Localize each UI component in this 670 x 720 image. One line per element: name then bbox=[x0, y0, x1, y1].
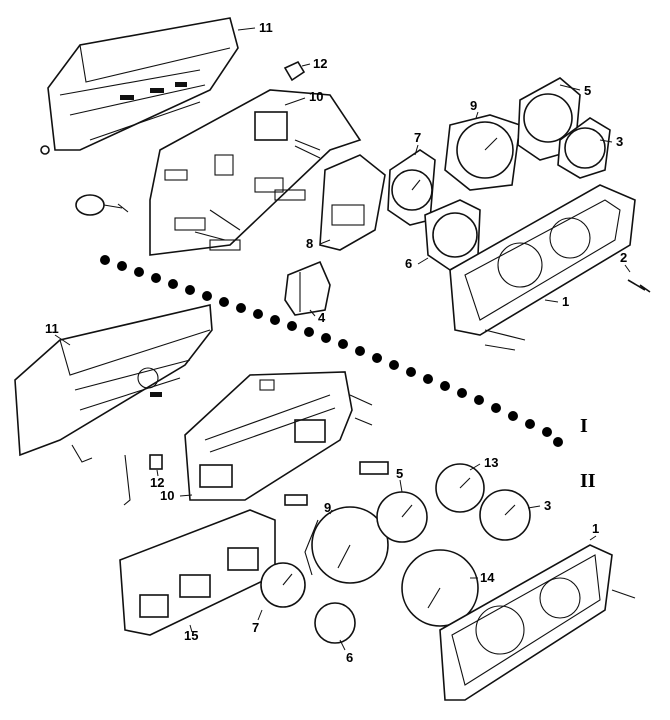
callouts-group-ii: 11 12 10 13 5 9 3 1 15 7 14 6 bbox=[45, 321, 599, 665]
callout-ii-1: 1 bbox=[592, 521, 599, 536]
callout-ii-9: 9 bbox=[324, 500, 331, 515]
speedometer-ii bbox=[304, 506, 389, 584]
control-module-i bbox=[319, 154, 386, 251]
gauge-3-i bbox=[557, 117, 611, 179]
bulb-socket-i bbox=[75, 194, 129, 216]
group-label-ii: II bbox=[580, 470, 596, 492]
gauge-6-i bbox=[424, 199, 481, 271]
gauge-5-ii bbox=[376, 491, 428, 543]
front-housing-ii bbox=[439, 544, 636, 701]
callout-i-9: 9 bbox=[470, 98, 477, 113]
gauge-6-ii bbox=[314, 602, 356, 644]
callout-i-7: 7 bbox=[414, 130, 421, 145]
relay-i bbox=[284, 260, 331, 316]
callout-ii-3: 3 bbox=[544, 498, 551, 513]
bulb-holder-ii bbox=[71, 444, 131, 506]
tachometer-ii bbox=[401, 549, 479, 627]
callout-ii-15: 15 bbox=[184, 628, 198, 643]
callout-i-10: 10 bbox=[309, 89, 323, 104]
screw-i bbox=[627, 279, 651, 293]
connector-i bbox=[283, 60, 306, 82]
front-housing-i bbox=[449, 184, 636, 351]
callout-i-1: 1 bbox=[562, 294, 569, 309]
dotted-divider bbox=[100, 255, 563, 447]
callout-ii-11: 11 bbox=[45, 321, 59, 336]
callout-ii-10: 10 bbox=[160, 488, 174, 503]
group-ii-assembly bbox=[14, 304, 636, 701]
group-label-i: I bbox=[580, 415, 588, 437]
callout-i-4: 4 bbox=[318, 310, 326, 325]
callout-ii-5: 5 bbox=[396, 466, 403, 481]
callout-i-3: 3 bbox=[616, 134, 623, 149]
connector-ii bbox=[149, 454, 163, 470]
group-labels: I II bbox=[580, 415, 596, 492]
callout-ii-6: 6 bbox=[346, 650, 353, 665]
callout-i-8: 8 bbox=[306, 236, 313, 251]
clips-ii bbox=[284, 394, 389, 506]
printed-circuit-ii bbox=[184, 371, 353, 501]
callout-ii-13: 13 bbox=[484, 455, 498, 470]
rear-housing-i bbox=[40, 17, 239, 155]
printed-circuit-i bbox=[149, 89, 362, 256]
speedometer-i bbox=[444, 114, 521, 191]
circuit-board-ii bbox=[119, 509, 276, 636]
group-i-assembly bbox=[40, 17, 651, 351]
callout-i-2: 2 bbox=[620, 250, 627, 265]
callout-i-12: 12 bbox=[313, 56, 327, 71]
callout-i-6: 6 bbox=[405, 256, 412, 271]
gauge-7-ii bbox=[260, 562, 306, 608]
gauge-5-i bbox=[517, 77, 581, 161]
callout-ii-7: 7 bbox=[252, 620, 259, 635]
callout-i-11: 11 bbox=[259, 20, 273, 35]
callout-ii-12: 12 bbox=[150, 475, 164, 490]
leaders bbox=[54, 27, 631, 651]
gauge-13-ii bbox=[435, 463, 485, 513]
callout-i-5: 5 bbox=[584, 83, 591, 98]
gauge-3-ii bbox=[479, 489, 531, 541]
rear-housing-ii bbox=[14, 304, 213, 457]
callout-ii-14: 14 bbox=[480, 570, 495, 585]
callouts-group-i: 11 12 10 9 5 7 3 8 6 2 1 4 bbox=[259, 20, 627, 325]
